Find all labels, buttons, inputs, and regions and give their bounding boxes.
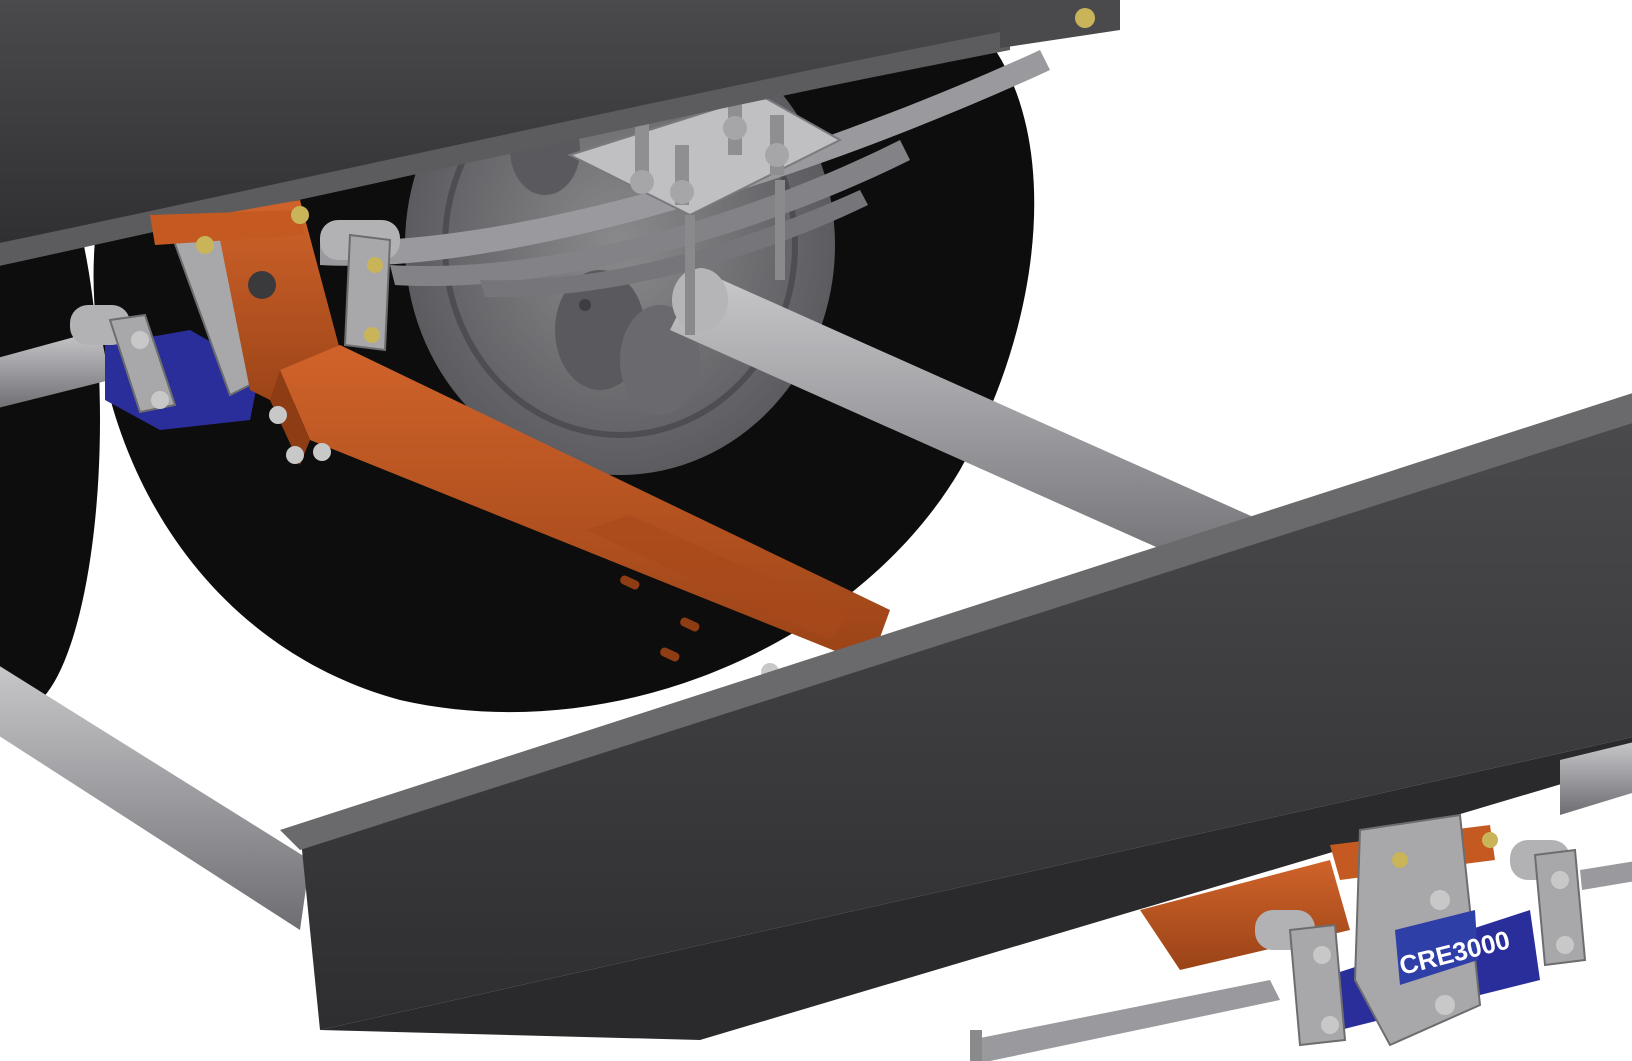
ubolt-plate xyxy=(567,93,843,335)
front-axle-tube xyxy=(0,330,310,930)
rear-axle-right xyxy=(1560,742,1632,815)
equalizer-bar xyxy=(150,200,890,681)
rear-rocker-assembly: CRE3000 xyxy=(1140,813,1632,1047)
bottom-chassis-rail xyxy=(280,393,1632,1040)
bottom-leaf-spring xyxy=(970,980,1280,1061)
left-tire xyxy=(0,130,100,710)
top-chassis-rail xyxy=(0,0,1120,266)
